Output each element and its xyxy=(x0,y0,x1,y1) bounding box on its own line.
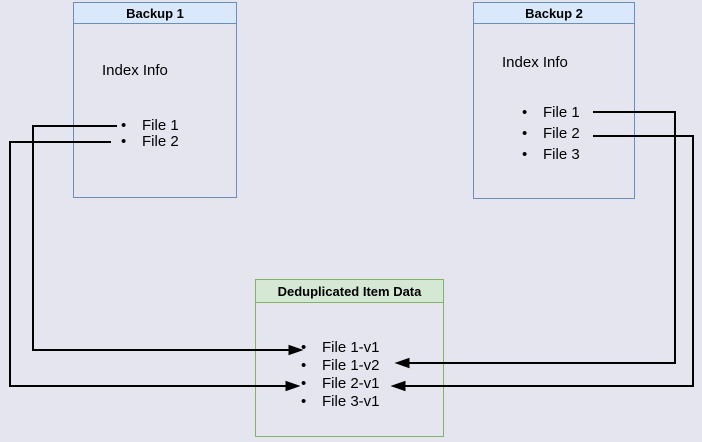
list-item: File 2-v1 xyxy=(301,375,380,393)
backup1-file-list: File 1 File 2 xyxy=(121,118,179,150)
backup2-file-list: File 1 File 2 File 3 xyxy=(522,102,580,165)
list-item: File 1-v1 xyxy=(301,339,380,357)
backup2-index-info-label: Index Info xyxy=(502,54,568,71)
backup1-title: Backup 1 xyxy=(126,6,184,21)
list-item: File 2 xyxy=(121,134,179,150)
dedup-file-list: File 1-v1 File 1-v2 File 2-v1 File 3-v1 xyxy=(301,339,380,411)
backup1-box: Backup 1 xyxy=(73,2,237,198)
backup1-header: Backup 1 xyxy=(74,3,236,24)
backup2-box: Backup 2 xyxy=(473,2,635,199)
dedup-title: Deduplicated Item Data xyxy=(277,284,422,299)
backup2-title: Backup 2 xyxy=(525,6,583,21)
list-item: File 1-v2 xyxy=(301,357,380,375)
list-item: File 3 xyxy=(522,144,580,165)
list-item: File 1 xyxy=(121,118,179,134)
backup1-index-info-label: Index Info xyxy=(102,62,168,79)
backup2-header: Backup 2 xyxy=(474,3,634,24)
list-item: File 2 xyxy=(522,123,580,144)
list-item: File 3-v1 xyxy=(301,393,380,411)
dedup-header: Deduplicated Item Data xyxy=(256,280,443,303)
list-item: File 1 xyxy=(522,102,580,123)
